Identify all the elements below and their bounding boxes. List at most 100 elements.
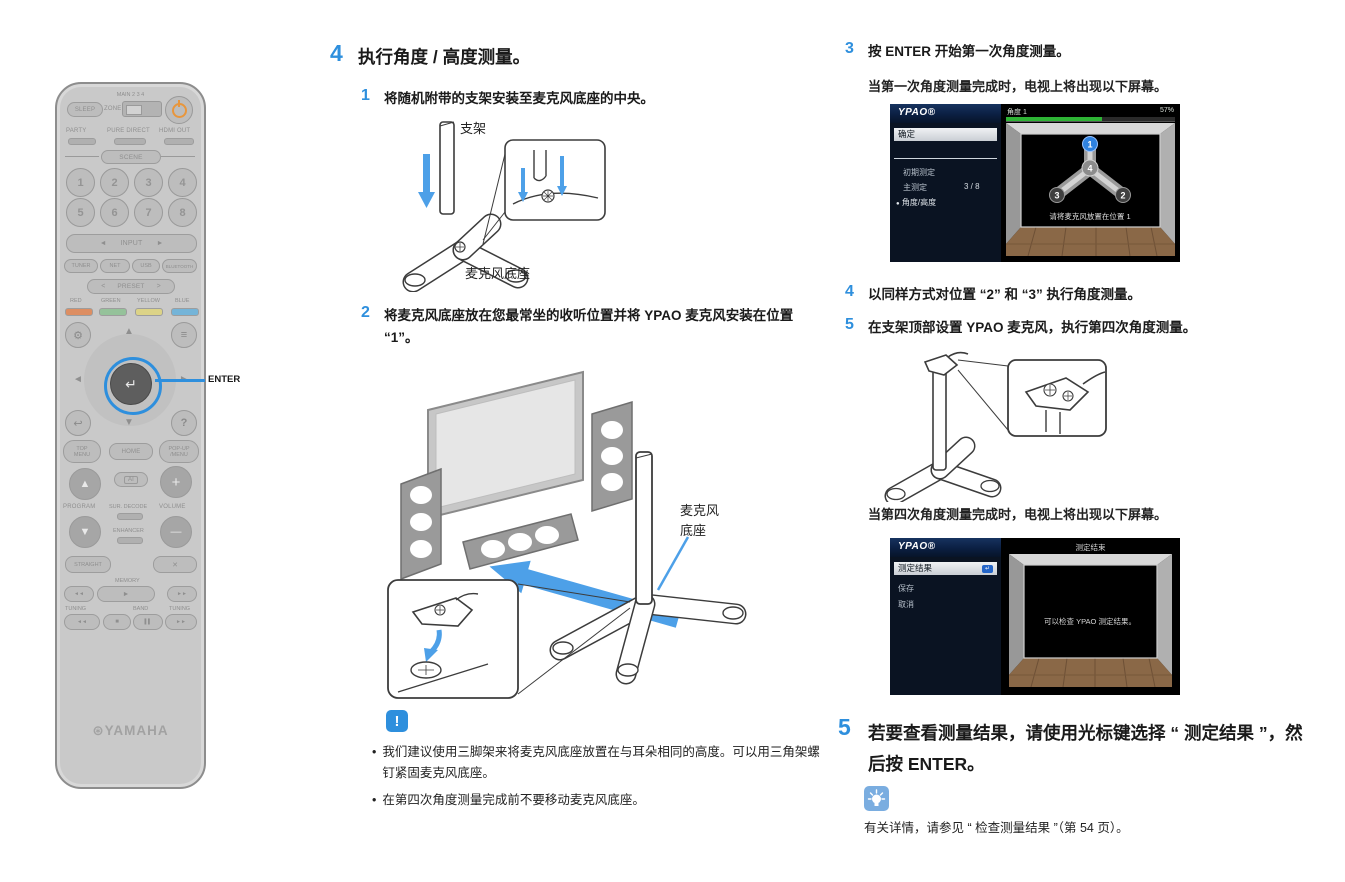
measurement-view: 角度 1 57%: [1001, 104, 1180, 262]
progress-fill: [1006, 117, 1103, 121]
help-button: ?: [171, 410, 197, 436]
position-1-marker: [1082, 136, 1098, 152]
program-label: PROGRAM: [63, 504, 96, 510]
tip-icon: [864, 786, 889, 811]
bulb-icon: [867, 789, 886, 806]
green-key-label: GREEN: [101, 298, 121, 304]
svg-text:2: 2: [1120, 191, 1125, 201]
tuner-button: TUNER: [64, 259, 98, 273]
cursor-up-button: ▲: [124, 326, 134, 337]
green-key-button: [99, 308, 127, 316]
menu-item-ok: 确定: [894, 128, 997, 141]
enhancer-button: [117, 537, 143, 544]
program-down-button: ▼: [69, 516, 101, 548]
scene-button-4: 4: [168, 168, 197, 197]
stop-icon: ■: [115, 619, 119, 625]
svg-text:4: 4: [1087, 164, 1092, 174]
hdmi-out-button: [164, 138, 194, 145]
substep-subtext: 当第四次角度测量完成时，电视上将出现以下屏幕。: [868, 507, 1168, 522]
scene-line-right: [161, 156, 195, 157]
progress-bar: [1006, 117, 1175, 122]
mic-base-label: 麦克风 底座: [680, 503, 720, 538]
input-right-icon: ►: [156, 240, 164, 247]
question-icon: ?: [180, 417, 188, 429]
substep-number: 4: [845, 283, 854, 300]
caution-notes: • 我们建议使用三脚架来将麦克风底座放置在与耳朵相同的高度。可以用三角架螺钉紧固…: [372, 742, 820, 811]
mute-icon: ✕: [172, 561, 178, 569]
mute-button: ✕: [153, 556, 197, 573]
ai-button: AI: [114, 472, 148, 487]
pause-icon: ▌▌: [144, 619, 152, 625]
menu-icon: ≡: [180, 329, 188, 341]
preset-right-icon: >: [156, 283, 161, 290]
skip-back-button: ◄◄: [64, 586, 94, 602]
step-title: 若要查看测量结果，请使用光标键选择 “ 测定结果 ”，然后按 ENTER。: [868, 723, 1303, 774]
ypao-header: YPAO®: [890, 538, 1001, 557]
ypao-menu-panel: YPAO® 测定结果 ↵ 保存 取消: [890, 538, 1001, 695]
party-button: [68, 138, 96, 145]
room-view: 1 4 3 2 请将麦克风放置在位置 1: [1006, 123, 1175, 256]
skip-forward-button: ►►: [167, 586, 197, 602]
menu-item: 取消: [898, 600, 914, 609]
net-button: NET: [100, 259, 130, 273]
menu-item: 主测定: [903, 183, 927, 192]
enter-callout-label: ENTER: [208, 374, 241, 385]
step-title: 执行角度 / 高度测量。: [358, 47, 531, 67]
tuning-down-button: ◄◄: [64, 614, 100, 630]
zone-switch-window: [126, 105, 142, 115]
tip-reference-text: 有关详情，请参见 “ 检查测量结果 ”（第 54 页）。: [864, 821, 1129, 835]
preset-selector: < PRESET >: [87, 279, 175, 294]
return-button: ↩: [65, 410, 91, 436]
tuning-down-icon: ◄◄: [77, 619, 87, 625]
mic-base-assembly-figure: [402, 121, 606, 292]
substep-subtext: 当第一次角度测量完成时，电视上将出现以下屏幕。: [868, 79, 1168, 94]
hdmi-out-label: HDMI OUT: [159, 128, 191, 134]
remote-control-illustration: MAIN 2 3 4 SLEEP ZONE PARTY PURE DIRECT …: [55, 82, 206, 789]
menu-divider: [894, 158, 997, 159]
scene-button-6: 6: [100, 198, 129, 227]
scene-button-3: 3: [134, 168, 163, 197]
substep-text: 在支架顶部设置 YPAO 麦克风，执行第四次角度测量。: [868, 320, 1197, 335]
scene-button-1: 1: [66, 168, 95, 197]
menu-item: 保存: [898, 584, 914, 593]
input-selector: ◄ INPUT ►: [66, 234, 197, 253]
red-key-button: [65, 308, 93, 316]
progress-percent: 57%: [1159, 107, 1174, 114]
red-key-label: RED: [70, 298, 82, 304]
substep-number: 1: [361, 87, 370, 104]
placement-figure: [387, 370, 747, 699]
blue-key-button: [171, 308, 199, 316]
program-up-button: ▲: [69, 468, 101, 500]
pure-direct-button: [114, 138, 146, 145]
position-2-marker: [1115, 187, 1131, 203]
pure-direct-label: PURE DIRECT: [107, 128, 150, 134]
scene-button-5: 5: [66, 198, 95, 227]
sleep-button: SLEEP: [67, 102, 103, 117]
yellow-key-button: [135, 308, 163, 316]
skip-back-icon: ◄◄: [74, 591, 84, 597]
note-item: • 我们建议使用三脚架来将麦克风底座放置在与耳朵相同的高度。可以用三角架螺钉紧固…: [372, 745, 820, 780]
menu-item-result: 测定结果 ↵: [894, 562, 997, 575]
gear-icon: ⚙: [73, 329, 83, 342]
tuning-up-button: ►►: [165, 614, 197, 630]
menu-item-current: ● 角度/高度: [896, 198, 937, 207]
tv-screenshot-finished: YPAO® 测定结果 ↵ 保存 取消 测定结束 可以检查 YPAO 测定结果。: [890, 538, 1180, 695]
sur-decode-button: [117, 513, 143, 520]
yamaha-logo-icon: ⊛: [92, 723, 105, 738]
ypao-logo: YPAO®: [898, 541, 936, 552]
volume-up-button: +: [160, 466, 192, 498]
scene-band: SCENE: [101, 150, 161, 164]
on-screen-message: 可以检查 YPAO 测定结果。: [1044, 616, 1136, 626]
play-button: ►: [97, 586, 155, 602]
zone-main-label: MAIN 2 3 4: [116, 92, 145, 98]
back-icon: ↩: [73, 417, 83, 430]
result-view: 测定结束 可以检查 YPAO 测定结果。: [1001, 538, 1180, 695]
pause-button: ▌▌: [133, 614, 163, 630]
play-icon: ►: [122, 590, 130, 598]
popup-menu-button: POP-UP /MENU: [159, 440, 199, 463]
caution-icon: !: [386, 710, 408, 732]
enter-callout-line: [155, 379, 205, 382]
power-button: [165, 96, 193, 124]
substep-number: 2: [361, 304, 370, 321]
